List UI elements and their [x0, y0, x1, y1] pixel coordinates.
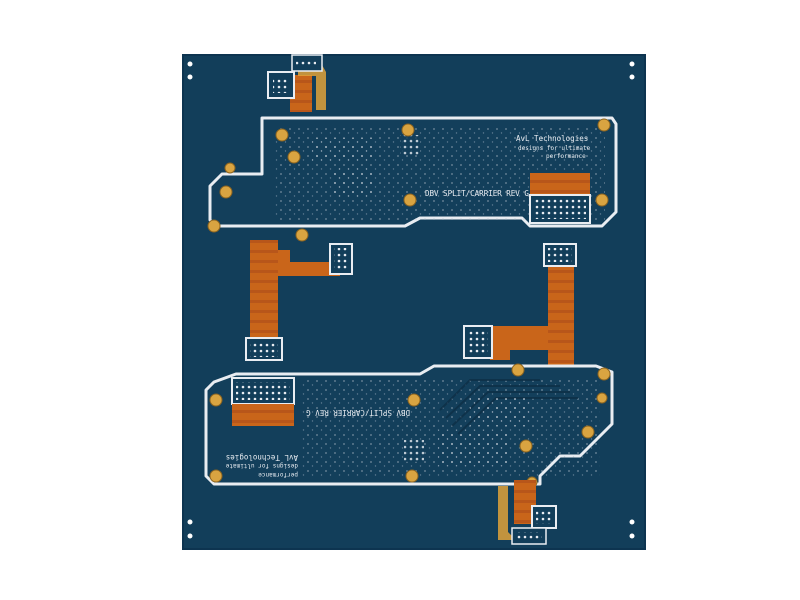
bottom-logo-line2: designs for ultimate: [225, 462, 298, 469]
top-flex-bridge: [245, 240, 353, 361]
top-logo-line2: designs for ultimate: [518, 145, 591, 152]
tooling-holes: [187, 61, 635, 539]
top-flex-connector: [529, 173, 591, 224]
bottom-flex-bridge: [463, 243, 577, 373]
bottom-mounting-holes: [209, 363, 611, 488]
bottom-module-label: DBV SPLIT/CARRIER REV G: [306, 408, 410, 417]
top-logo-line3: performance: [546, 153, 586, 160]
bottom-via-cluster: [404, 396, 530, 466]
top-via-cluster: [312, 135, 420, 198]
top-mounting-holes: [207, 118, 611, 242]
bottom-flex-connector: [231, 377, 295, 426]
bottom-logo-line1: AvL Technologies: [226, 453, 298, 462]
top-logo-line1: AvL Technologies: [516, 134, 588, 143]
top-module-label: DBV SPLIT/CARRIER REV G: [425, 189, 529, 198]
bottom-flex-tail: [498, 480, 557, 545]
bottom-logo-line3: performance: [258, 471, 298, 478]
top-flex-tail: [267, 54, 326, 112]
